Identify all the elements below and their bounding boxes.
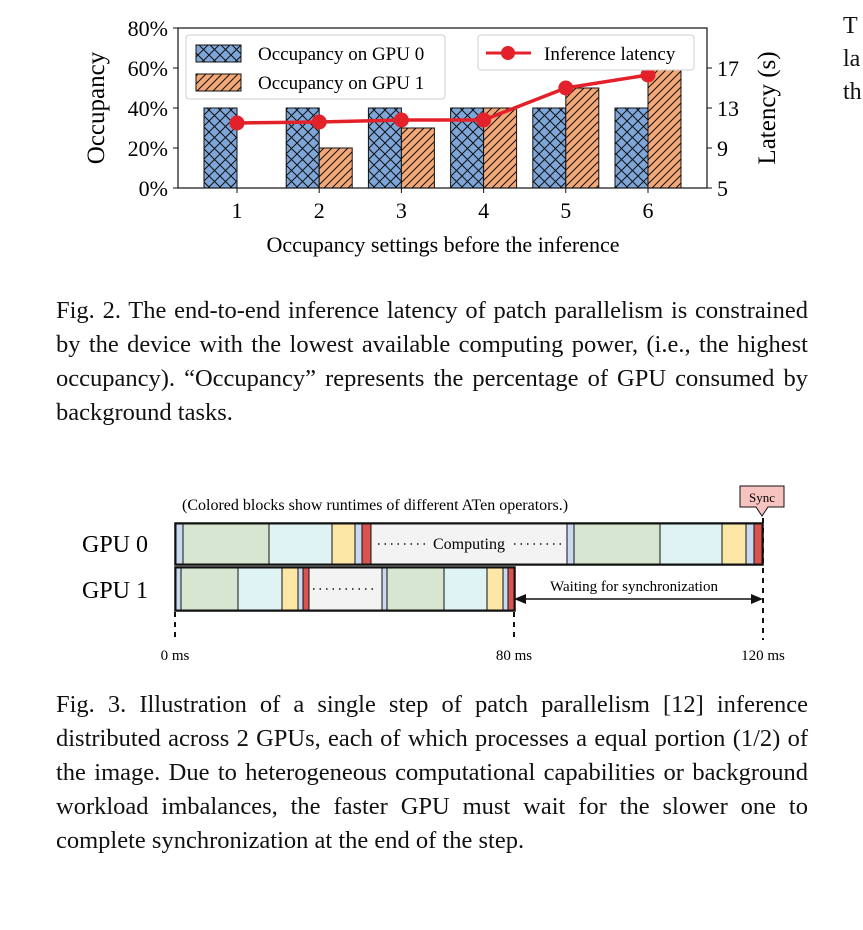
gpu0-timeline-row: Computing <box>174 522 764 566</box>
op-block <box>753 523 763 565</box>
waiting-label: Waiting for synchronization <box>550 579 718 595</box>
legend-bars: Occupancy on GPU 0 Occupancy on GPU 1 <box>185 34 446 100</box>
op-block <box>502 567 509 611</box>
op-block <box>237 567 283 611</box>
latency-point-2 <box>311 114 327 130</box>
x-tick-label: 2 <box>314 198 325 223</box>
computing-label: Computing <box>433 536 505 553</box>
op-block <box>745 523 755 565</box>
gpu1-timeline-row <box>174 566 516 612</box>
legend-swatch-gpu0 <box>195 44 242 63</box>
timeline-diagram: (Colored blocks show runtimes of differe… <box>82 485 785 664</box>
latency-line <box>236 73 649 125</box>
op-block <box>182 523 270 565</box>
y-axis-label: Occupancy <box>83 51 110 164</box>
legend-swatch-gpu1 <box>195 73 242 92</box>
legend-marker-latency <box>501 46 515 60</box>
op-block <box>268 523 333 565</box>
y2-tick-label: 17 <box>717 56 739 81</box>
figure3-caption-text: Fig. 3. Illustration of a single step of… <box>56 691 808 854</box>
op-block <box>175 567 182 611</box>
op-block <box>443 567 488 611</box>
op-block <box>386 567 445 611</box>
x-tick-label: 3 <box>396 198 407 223</box>
time-label-120: 120 ms <box>741 648 785 664</box>
gpu1-row-label: GPU 1 <box>82 578 148 604</box>
op-block <box>354 523 363 565</box>
y-tick-label: 0% <box>139 176 168 201</box>
figure2-caption-text: Fig. 2. The end-to-end inference latency… <box>56 297 808 426</box>
axis-ticks-group: 0% 20% 40% 60% 80% 5 9 13 17 1 2 3 4 5 6 <box>128 16 739 223</box>
latency-point-4 <box>476 112 492 128</box>
time-label-0: 0 ms <box>161 648 190 664</box>
op-block <box>175 523 184 565</box>
op-block <box>331 523 356 565</box>
y-tick-label: 40% <box>128 96 168 121</box>
op-block <box>281 567 299 611</box>
x-axis-label: Occupancy settings before the inference <box>266 232 619 257</box>
right-column-text-1: T <box>843 13 858 39</box>
latency-point-1 <box>229 115 245 131</box>
y2-axis-label: Latency (s) <box>754 51 781 164</box>
bar-gpu1-5 <box>565 87 600 189</box>
right-column-text-3: th <box>843 79 862 105</box>
y-tick-label: 60% <box>128 56 168 81</box>
bar-gpu0-5 <box>532 107 567 189</box>
legend-label-gpu0: Occupancy on GPU 0 <box>258 44 424 65</box>
op-block <box>721 523 747 565</box>
op-block <box>302 567 310 611</box>
op-block <box>566 523 575 565</box>
right-column-text-2: la <box>843 46 861 72</box>
bar-gpu1-6 <box>647 67 682 189</box>
latency-point-5 <box>558 80 574 96</box>
bar-gpu0-6 <box>614 107 649 189</box>
op-block <box>381 567 388 611</box>
y2-tick-label: 5 <box>717 176 728 201</box>
time-label-80: 80 ms <box>496 648 532 664</box>
waiting-arrow: Waiting for synchronization <box>514 579 763 604</box>
sync-marker: Sync <box>739 485 785 517</box>
figure2-caption: Fig. 2. The end-to-end inference latency… <box>56 294 808 430</box>
op-block <box>486 567 504 611</box>
latency-line-group <box>229 67 656 131</box>
latency-point-3 <box>393 112 409 128</box>
y2-tick-label: 13 <box>717 96 739 121</box>
gpu0-row-label: GPU 0 <box>82 532 148 558</box>
legend-label-gpu1: Occupancy on GPU 1 <box>258 73 424 94</box>
bar-series-group <box>203 67 682 189</box>
op-block <box>659 523 723 565</box>
op-block <box>507 567 515 611</box>
legend-line: Inference latency <box>477 34 695 71</box>
bar-gpu1-3 <box>400 127 435 189</box>
y-tick-label: 80% <box>128 16 168 41</box>
sync-label: Sync <box>749 490 775 505</box>
x-tick-label: 1 <box>232 198 243 223</box>
legend-label-latency: Inference latency <box>544 44 676 65</box>
op-block <box>297 567 304 611</box>
timeline-note: (Colored blocks show runtimes of differe… <box>182 497 568 514</box>
latency-occupancy-chart: 0% 20% 40% 60% 80% 5 9 13 17 1 2 3 4 5 6 Occupancy Lat… <box>83 16 781 257</box>
x-tick-label: 4 <box>478 198 489 223</box>
x-tick-label: 6 <box>643 198 654 223</box>
op-block <box>361 523 372 565</box>
y2-tick-label: 9 <box>717 136 728 161</box>
bar-gpu1-2 <box>318 147 353 189</box>
latency-point-6 <box>640 67 656 83</box>
op-block <box>180 567 239 611</box>
y-tick-label: 20% <box>128 136 168 161</box>
op-block <box>573 523 661 565</box>
figure3-caption: Fig. 3. Illustration of a single step of… <box>56 688 808 858</box>
x-tick-label: 5 <box>560 198 571 223</box>
